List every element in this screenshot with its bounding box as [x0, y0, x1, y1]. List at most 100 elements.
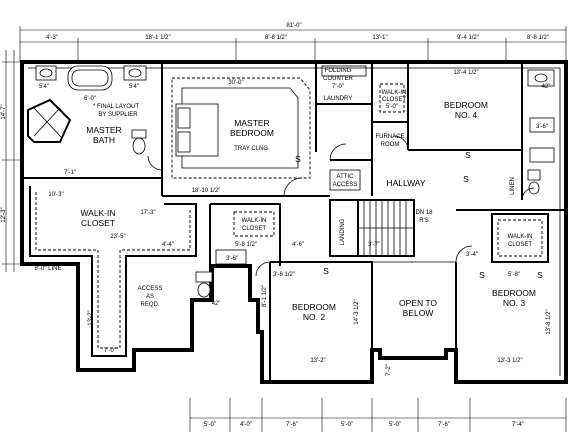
top-dimensions: 81'-0" 4'-3" 18'-1 1/2" 8'-8 1/2" 13'-1"… — [19, 23, 567, 62]
dim-left-1: 12'-3" — [1, 207, 7, 222]
bed-icon — [175, 103, 219, 157]
wic-b4-label-2: CLOSET — [382, 97, 406, 103]
dim-235: 23'-5" — [110, 234, 125, 240]
dim-42b: 42" — [542, 84, 551, 90]
dim-36b: 3'-6" — [536, 124, 548, 130]
bedroom-4-label-2: NO. 4 — [455, 110, 477, 120]
dim-top-5: 8'-8 1/2" — [527, 35, 549, 41]
master-bath: MASTER BATH * FINAL LAYOUT BY SUPPLIER 5… — [22, 62, 163, 179]
access-label-2: AS — [146, 294, 154, 300]
access-label-3: REQD. — [140, 302, 159, 308]
linen-label: LINEN — [510, 177, 516, 195]
dim-5b: 5'-8" — [508, 272, 520, 278]
final-layout-note-1: * FINAL LAYOUT — [93, 104, 139, 110]
attic-access-label-1: ATTIC — [337, 174, 355, 180]
wic-b3-label-2: CLOSET — [508, 242, 532, 248]
center-closets: WALK-IN CLOSET 3'-6" 42" 5'-8 1/2" 3'-8 … — [195, 203, 295, 307]
dim-138: 13'-8 1/2" — [546, 309, 552, 334]
laundry-label: LAUNDRY — [324, 96, 353, 102]
final-layout-note-2: BY SUPPLIER — [98, 112, 138, 118]
dim-18: 18'-10 1/2" — [192, 188, 221, 194]
tub-right-icon — [529, 117, 555, 133]
open-to-below-label-1: OPEN TO — [399, 298, 437, 308]
dim-103: 10'-3" — [48, 192, 63, 198]
s-marker-master: S — [295, 154, 301, 164]
master-bath-label-1: MASTER — [86, 125, 121, 135]
master-walk-in-closet: WALK-IN CLOSET 17'-3" 23'-5" 4'-4" 10'-3… — [29, 186, 197, 357]
dim-bottom-4: 5'-0" — [389, 422, 401, 428]
dim-42: 42" — [212, 301, 221, 307]
dim-70b: 7'-0" — [104, 348, 116, 354]
folding-counter-label-2: COUNTER — [323, 76, 353, 82]
master-bedroom-label-1: MASTER — [234, 118, 269, 128]
open-to-below: OPEN TO BELOW 7'-2" — [372, 261, 456, 376]
dim-132b: 13'-2" — [310, 358, 325, 364]
s-marker-hall: S — [463, 174, 469, 184]
small-wic-label-2: CLOSET — [242, 226, 266, 232]
eight-foot-line-label: 8'-0" LINE — [35, 266, 62, 272]
dn-label-2: R'S — [419, 218, 428, 224]
tray-ceiling-label: TRAY CLNG. — [234, 146, 270, 152]
exterior-walls — [20, 60, 568, 384]
toilet-center-icon — [195, 271, 213, 283]
dim-bottom-6: 7'-4" — [512, 422, 524, 428]
door-swings — [147, 135, 535, 277]
laundry-area: FOLDING COUNTER LAUNDRY FURNACE ROOM WAL… — [315, 62, 408, 160]
dim-bottom-0: 5'-0" — [204, 422, 216, 428]
dim-173: 17'-3" — [140, 210, 155, 216]
small-wic-label-1: WALK-IN — [242, 218, 267, 224]
wic-b4-label-1: WALK-IN — [382, 90, 407, 96]
bedroom-3: WALK-IN CLOSET BEDROOM NO. 3 S S 13'-3 1… — [455, 209, 566, 382]
folding-counter-label-1: FOLDING — [325, 68, 352, 74]
dim-bottom-3: 5'-0" — [341, 422, 353, 428]
shower-icon — [27, 98, 72, 143]
dim-54a: 5'4" — [39, 84, 49, 90]
dim-30: 30'-0" — [228, 80, 243, 86]
dim-142: 14'-3 1/2" — [354, 299, 360, 324]
dim-bottom-5: 7'-6" — [438, 422, 450, 428]
dim-81: 8'-1 1/2" — [262, 285, 268, 307]
bedroom-3-label-1: BEDROOM — [492, 288, 536, 298]
furnace-room-label-1: FURNACE — [375, 134, 404, 140]
dim-46: 4'-6" — [292, 242, 304, 248]
dim-133: 13'-3 1/2" — [497, 358, 522, 364]
hallway: ATTIC ACCESS HALLWAY S LANDING DN 18 R'S… — [284, 159, 469, 257]
dim-top-2: 8'-8 1/2" — [265, 35, 287, 41]
dim-36: 3'-6" — [226, 256, 238, 262]
dim-50: 5'-0" — [386, 104, 398, 110]
s-marker-b2: S — [323, 266, 329, 276]
dim-bottom-1: 4'-0" — [240, 422, 252, 428]
dim-top-3: 13'-1" — [372, 35, 387, 41]
dim-44: 4'-4" — [162, 242, 174, 248]
dim-132: 13'-2" — [88, 310, 94, 325]
overall-width-dim: 81'-0" — [286, 23, 301, 29]
dim-60: 6'-0" — [84, 96, 96, 102]
dim-58: 5'-8 1/2" — [235, 242, 257, 248]
dim-54b: 5'4" — [129, 84, 139, 90]
dn-label-1: DN 18 — [415, 210, 433, 216]
master-bedroom-label-2: BEDROOM — [230, 128, 274, 138]
dim-left-0: 14'-7" — [1, 104, 7, 119]
dim-top-1: 18'-1 1/2" — [145, 35, 170, 41]
open-to-below-label-2: BELOW — [403, 308, 434, 318]
dim-70: 7'-0" — [332, 84, 344, 90]
bedroom-2-label-1: BEDROOM — [292, 302, 336, 312]
bedroom-4: BEDROOM NO. 4 13'-4 1/2" S — [407, 62, 523, 200]
hallway-label: HALLWAY — [386, 178, 425, 188]
dim-34: 3'-4" — [466, 252, 478, 258]
attic-access-label-2: ACCESS — [333, 182, 358, 188]
toilet-right-icon — [527, 169, 541, 181]
bedroom-2-label-2: NO. 2 — [303, 312, 325, 322]
wic-b3-label-1: WALK-IN — [508, 234, 533, 240]
staircase: LANDING DN 18 R'S — [329, 199, 433, 257]
walk-in-closet-label-2: CLOSET — [81, 218, 115, 228]
bedroom-2: BEDROOM NO. 2 S 13'-2" 14'-3 1/2" 8'-1 1… — [262, 261, 373, 382]
s-marker-b3: S — [479, 270, 485, 280]
vanity-center-icon — [215, 249, 247, 265]
left-dimensions: 14'-7" 12'-3" — [1, 50, 22, 272]
dim-72: 7'-2" — [386, 364, 392, 376]
access-label-1: ACCESS — [138, 286, 163, 292]
s-marker-b3b: S — [537, 270, 543, 280]
landing-label: LANDING — [340, 218, 346, 245]
